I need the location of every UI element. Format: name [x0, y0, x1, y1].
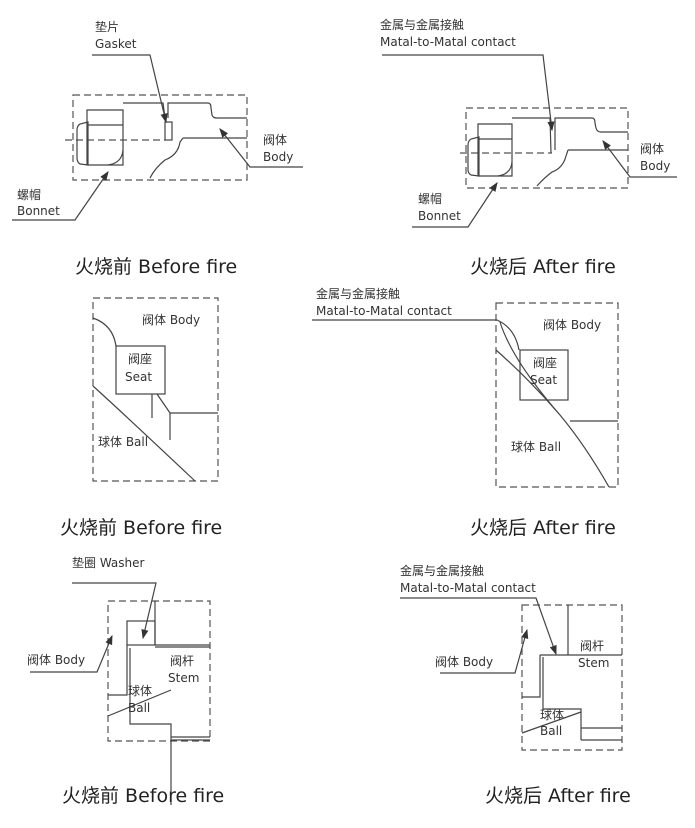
body-outline — [536, 117, 628, 187]
body-outline — [149, 102, 247, 179]
washer — [126, 620, 156, 646]
bonnet-label-cn: 螺帽 — [418, 191, 442, 206]
body-leader — [440, 628, 529, 674]
panel-bonnet-after-fire: 金属与金属接触 Matal-to-Matal contact 螺帽 Bonnet… — [380, 17, 677, 278]
gasket-label-cn: 垫片 — [95, 19, 119, 34]
caption: 火烧后 After fire — [485, 785, 631, 807]
detail-boundary — [72, 94, 248, 181]
ball-surface — [107, 689, 172, 717]
detail-boundary — [107, 600, 211, 742]
body-label: 阀体 Body — [543, 318, 601, 332]
bolt-head — [76, 121, 89, 166]
contact-leader — [382, 54, 555, 132]
bolt-head — [467, 136, 480, 177]
panel-seat-after-fire: 金属与金属接触 Matal-to-Matal contact 阀体 Body 阀… — [312, 286, 619, 539]
bonnet-label-cn: 螺帽 — [17, 187, 41, 202]
seat-label-en: Seat — [530, 373, 557, 387]
bonnet-outline — [107, 102, 166, 166]
stem-label-cn: 阀杆 — [170, 654, 194, 668]
body-label-en: Body — [263, 150, 293, 164]
nut — [477, 123, 513, 177]
contact-label-en: Matal-to-Matal contact — [316, 304, 452, 318]
stem-label-en: Stem — [168, 671, 199, 685]
caption: 火烧前 Before fire — [75, 256, 237, 278]
detail-boundary — [465, 107, 629, 189]
seat — [519, 349, 569, 401]
seat-label-cn: 阀座 — [533, 355, 557, 370]
gasket-leader — [92, 54, 168, 124]
bonnet-label-en: Bonnet — [17, 204, 60, 218]
detail-boundary — [521, 604, 623, 751]
contact-label-cn: 金属与金属接触 — [400, 563, 484, 578]
ball-surface — [92, 385, 196, 482]
caption: 火烧前 Before fire — [62, 785, 224, 807]
body-bore — [154, 601, 210, 648]
seat-label-en: Seat — [125, 370, 152, 384]
body-step — [151, 393, 218, 440]
seat — [115, 345, 166, 395]
seat-label-cn: 阀座 — [128, 351, 152, 366]
ball-label-cn: 球体 — [128, 684, 152, 698]
bonnet-leader — [12, 171, 109, 221]
body-leader — [602, 140, 677, 178]
gasket — [164, 121, 173, 141]
stem-label-en: Stem — [578, 656, 609, 670]
ball-label-cn: 球体 — [540, 708, 564, 722]
contact-label-cn: 金属与金属接触 — [380, 17, 464, 32]
ball-label: 球体 Ball — [511, 440, 561, 454]
contact-label-en: Matal-to-Matal contact — [400, 581, 536, 595]
stem — [108, 645, 172, 805]
body-label: 阀体 Body — [142, 313, 200, 327]
body-step — [581, 727, 622, 741]
body-leader — [30, 634, 113, 673]
caption: 火烧后 After fire — [470, 517, 616, 539]
bonnet-leader — [412, 181, 498, 228]
panel-stem-before-fire: 垫圈 Washer 阀体 Body 阀杆 Stem 球体 Ball 火烧前 Be… — [27, 555, 224, 807]
gasket-label-en: Gasket — [95, 37, 137, 51]
body-step — [171, 736, 210, 741]
body-label-cn: 阀体 — [263, 133, 287, 147]
washer-leader — [72, 582, 157, 640]
washer-label: 垫圈 Washer — [72, 555, 145, 570]
stem — [522, 655, 582, 740]
contact-leader — [400, 597, 557, 656]
nut — [86, 109, 124, 166]
bonnet-label-en: Bonnet — [418, 209, 461, 223]
ball-surface — [495, 321, 610, 488]
panel-seat-before-fire: 阀体 Body 阀座 Seat 球体 Ball 火烧前 Before fire — [60, 297, 222, 539]
caption: 火烧后 After fire — [470, 256, 616, 278]
caption: 火烧前 Before fire — [60, 517, 222, 539]
stem-label-cn: 阀杆 — [580, 639, 604, 653]
body-leader — [219, 128, 303, 168]
contact-leader — [312, 319, 520, 351]
contact-label-en: Matal-to-Matal contact — [380, 35, 516, 49]
body-arc — [92, 317, 117, 347]
ball-surface — [521, 711, 582, 734]
detail-boundary — [495, 302, 619, 488]
ball-label-en: Ball — [128, 701, 150, 715]
body-label-cn: 阀体 — [640, 142, 664, 156]
panel-bonnet-before-fire: 垫片 Gasket 螺帽 Bonnet 阀体 Body 火烧前 Before f… — [12, 19, 303, 278]
body-label-en: Body — [640, 159, 670, 173]
panel-stem-after-fire: 金属与金属接触 Matal-to-Matal contact 阀体 Body 阀… — [400, 563, 631, 807]
contact-label-cn: 金属与金属接触 — [316, 286, 400, 301]
body-label: 阀体 Body — [435, 655, 493, 669]
ball-label-en: Ball — [540, 724, 562, 738]
bonnet-outline — [497, 117, 552, 177]
ball-label: 球体 Ball — [98, 435, 148, 449]
body-label: 阀体 Body — [27, 653, 85, 667]
